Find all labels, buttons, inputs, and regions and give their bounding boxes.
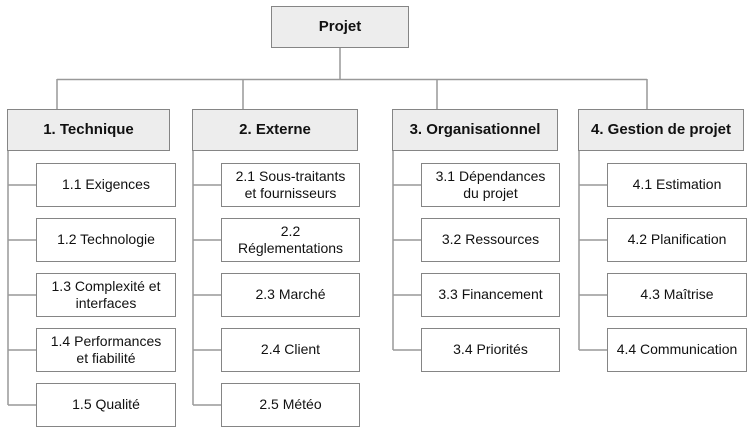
item-1-4-performances-et-fiabilite: 1.4 Performances et fiabilité: [36, 328, 176, 372]
item-3-4-priorites: 3.4 Priorités: [421, 328, 560, 372]
category-externe: 2. Externe: [192, 109, 358, 151]
item-3-3-financement: 3.3 Financement: [421, 273, 560, 317]
item-1-1-exigences: 1.1 Exigences: [36, 163, 176, 207]
node-projet: Projet: [271, 6, 409, 48]
category-technique: 1. Technique: [7, 109, 170, 151]
item-4-3-maitrise: 4.3 Maîtrise: [607, 273, 747, 317]
item-2-1-sous-traitants-et-fournisseurs: 2.1 Sous-traitants et fournisseurs: [221, 163, 360, 207]
item-2-3-marche: 2.3 Marché: [221, 273, 360, 317]
item-3-2-ressources: 3.2 Ressources: [421, 218, 560, 262]
item-4-4-communication: 4.4 Communication: [607, 328, 747, 372]
item-4-2-planification: 4.2 Planification: [607, 218, 747, 262]
item-1-5-qualite: 1.5 Qualité: [36, 383, 176, 427]
item-1-2-technologie: 1.2 Technologie: [36, 218, 176, 262]
item-2-5-meteo: 2.5 Météo: [221, 383, 360, 427]
item-2-4-client: 2.4 Client: [221, 328, 360, 372]
item-3-1-dependances-du-projet: 3.1 Dépendances du projet: [421, 163, 560, 207]
category-organisationnel: 3. Organisationnel: [392, 109, 558, 151]
item-4-1-estimation: 4.1 Estimation: [607, 163, 747, 207]
item-2-2-reglementations: 2.2 Réglementations: [221, 218, 360, 262]
item-1-3-complexite-et-interfaces: 1.3 Complexité et interfaces: [36, 273, 176, 317]
category-gestion-de-projet: 4. Gestion de projet: [578, 109, 744, 151]
